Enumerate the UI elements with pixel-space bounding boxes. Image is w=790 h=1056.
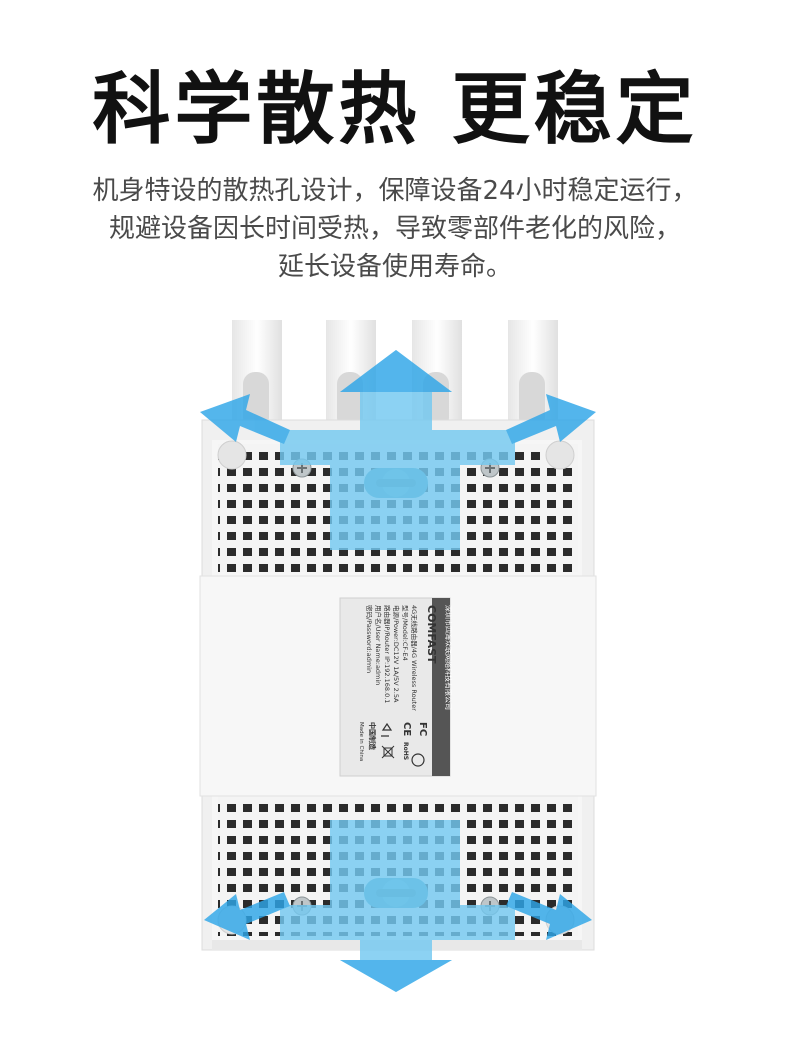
- description: 机身特设的散热孔设计，保障设备24小时稳定运行， 规避设备因长时间受热，导致零部…: [0, 172, 790, 286]
- description-line-1: 机身特设的散热孔设计，保障设备24小时稳定运行，: [92, 176, 698, 206]
- weee-bin-icon: [381, 745, 395, 759]
- down-right-arrow-icon: [506, 892, 592, 940]
- label-cert-rohs: RoHS: [402, 742, 409, 760]
- ccc-mark-icon: [411, 753, 425, 767]
- description-line-3: 延长设备使用寿命。: [277, 252, 512, 282]
- label-ip: 路由器IP/Router IP:192.168.0.1: [383, 605, 392, 703]
- label-brand: COMFAST: [425, 605, 438, 664]
- label-made-in-cn: 中国制造: [368, 722, 377, 751]
- up-arrow-icon: [340, 350, 452, 392]
- label-made-in-en: Made in China: [358, 722, 364, 761]
- label-power: 电源/Power:DC12V 1A/5V 2.5A: [392, 605, 401, 703]
- down-arrow-icon: [340, 960, 452, 992]
- up-left-arrow-icon: [200, 394, 290, 444]
- airflow-arrows-top: [200, 350, 596, 550]
- label-user: 用户名/User Name:admin: [374, 605, 383, 685]
- label-cert-ce: CE: [401, 722, 412, 736]
- label-product: 4G无线路由器/4G Wireless Router: [410, 605, 419, 711]
- router-bottom-view: 深圳市四海众联网络科技有限公司 COMFAST 4G无线路由器/4G Wirel…: [199, 320, 597, 992]
- product-label: 深圳市四海众联网络科技有限公司 COMFAST 4G无线路由器/4G Wirel…: [339, 597, 453, 777]
- up-right-arrow-icon: [506, 394, 596, 444]
- headline: 科学散热 更稳定: [92, 65, 698, 155]
- down-left-arrow-icon: [204, 892, 290, 940]
- label-model: 型号/Model:CF-E4: [401, 605, 410, 661]
- label-password: 密码/Password:admin: [365, 605, 374, 673]
- airflow-arrows-bottom: [204, 820, 592, 992]
- description-line-2: 规避设备因长时间受热，导致零部件老化的风险，: [108, 214, 681, 244]
- recycle-icon: [381, 722, 393, 737]
- label-company: 深圳市四海众联网络科技有限公司: [444, 605, 453, 710]
- label-cert-fc: FC: [417, 722, 428, 736]
